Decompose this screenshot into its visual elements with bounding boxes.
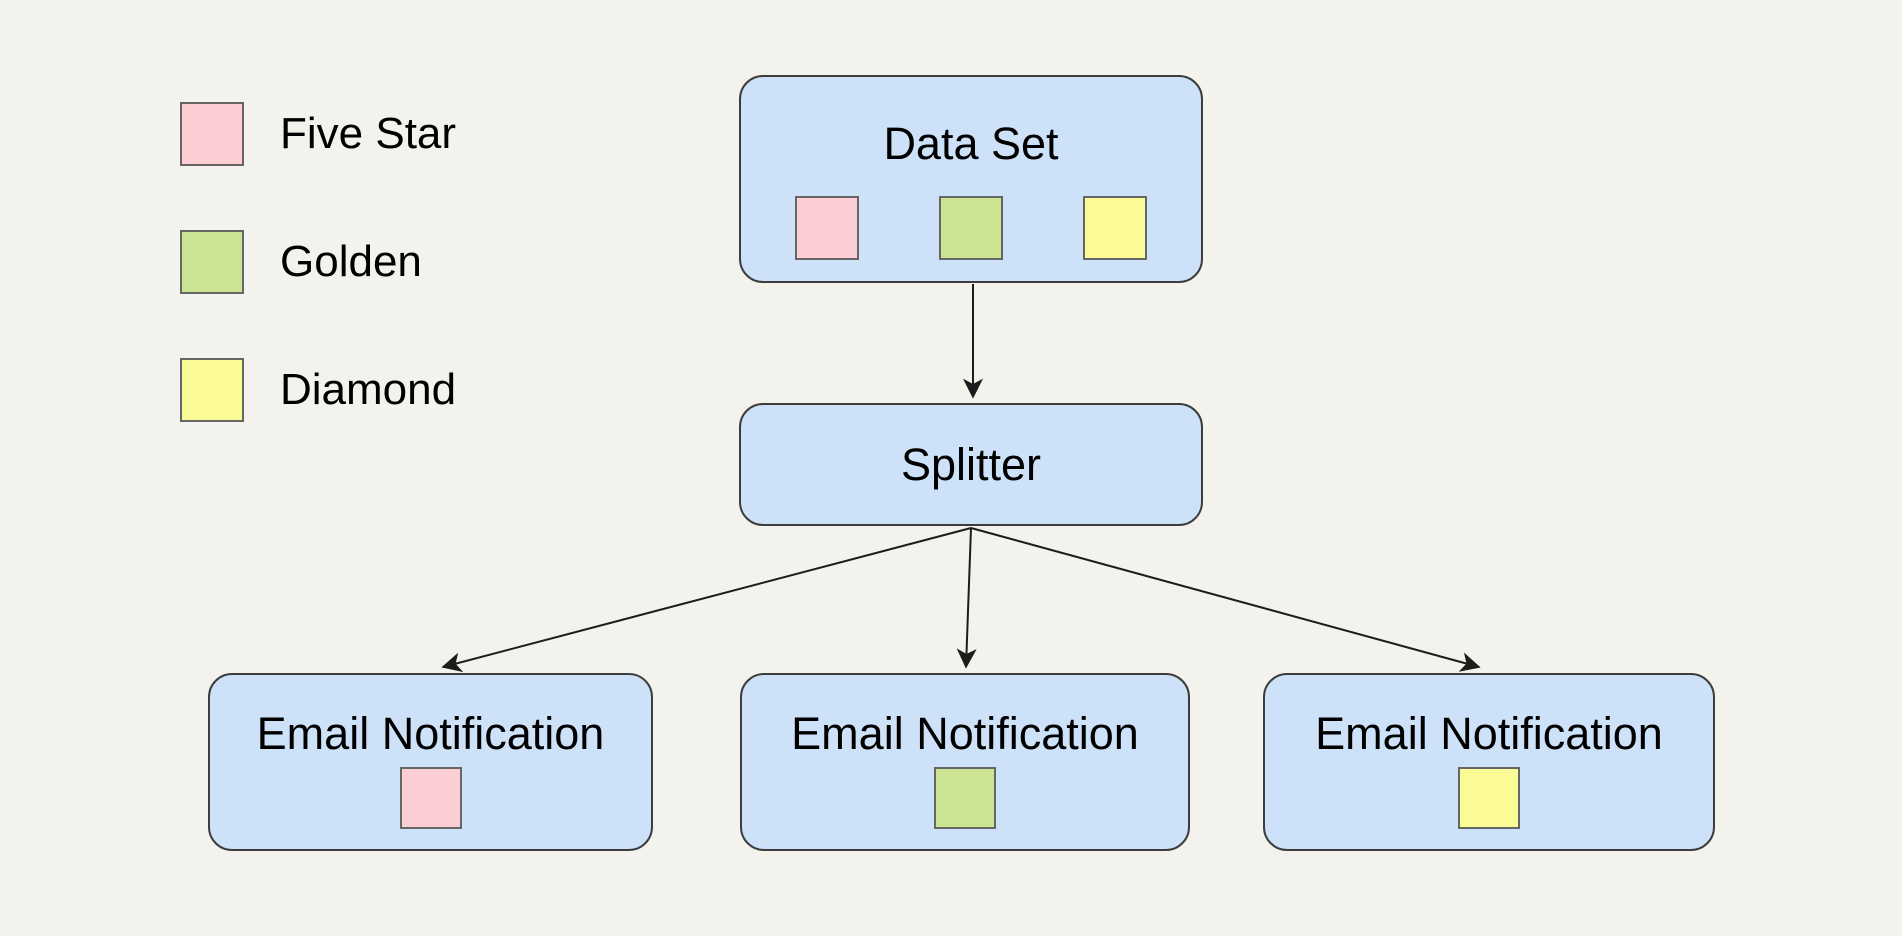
node-email-notification-1[interactable]: Email Notification	[208, 673, 653, 851]
node-splitter-label: Splitter	[900, 438, 1042, 490]
golden-swatch	[939, 196, 1003, 261]
diamond-swatch	[1083, 196, 1147, 261]
node-email-notification-2[interactable]: Email Notification	[740, 673, 1190, 851]
five-star-swatch	[180, 102, 244, 166]
legend-label-golden: Golden	[280, 237, 422, 286]
edge-splitter-to-email-3	[970, 527, 1481, 672]
node-email-2-label: Email Notification	[791, 708, 1139, 759]
edge-splitter-to-email-1	[441, 527, 972, 673]
five-star-swatch	[399, 767, 462, 830]
node-data-set[interactable]: Data Set	[739, 75, 1203, 283]
edge-splitter-to-email-2	[956, 527, 977, 669]
node-data-set-label: Data Set	[883, 118, 1059, 169]
node-splitter[interactable]: Splitter	[739, 403, 1203, 526]
legend-item-diamond[interactable]: Diamond	[180, 357, 456, 423]
node-email-notification-3[interactable]: Email Notification	[1263, 673, 1715, 851]
node-email-3-label: Email Notification	[1315, 708, 1663, 759]
legend-item-golden[interactable]: Golden	[180, 229, 422, 295]
legend-label-five-star: Five Star	[280, 109, 457, 158]
diamond-swatch	[180, 358, 244, 422]
five-star-swatch	[795, 196, 859, 261]
data-set-swatch-row	[795, 196, 1147, 261]
diamond-swatch	[1458, 767, 1520, 830]
legend-label-diamond: Diamond	[280, 365, 457, 414]
legend-item-five-star[interactable]: Five Star	[180, 101, 456, 167]
golden-swatch	[934, 767, 996, 830]
node-email-1-label: Email Notification	[256, 708, 605, 759]
golden-swatch	[180, 230, 244, 294]
